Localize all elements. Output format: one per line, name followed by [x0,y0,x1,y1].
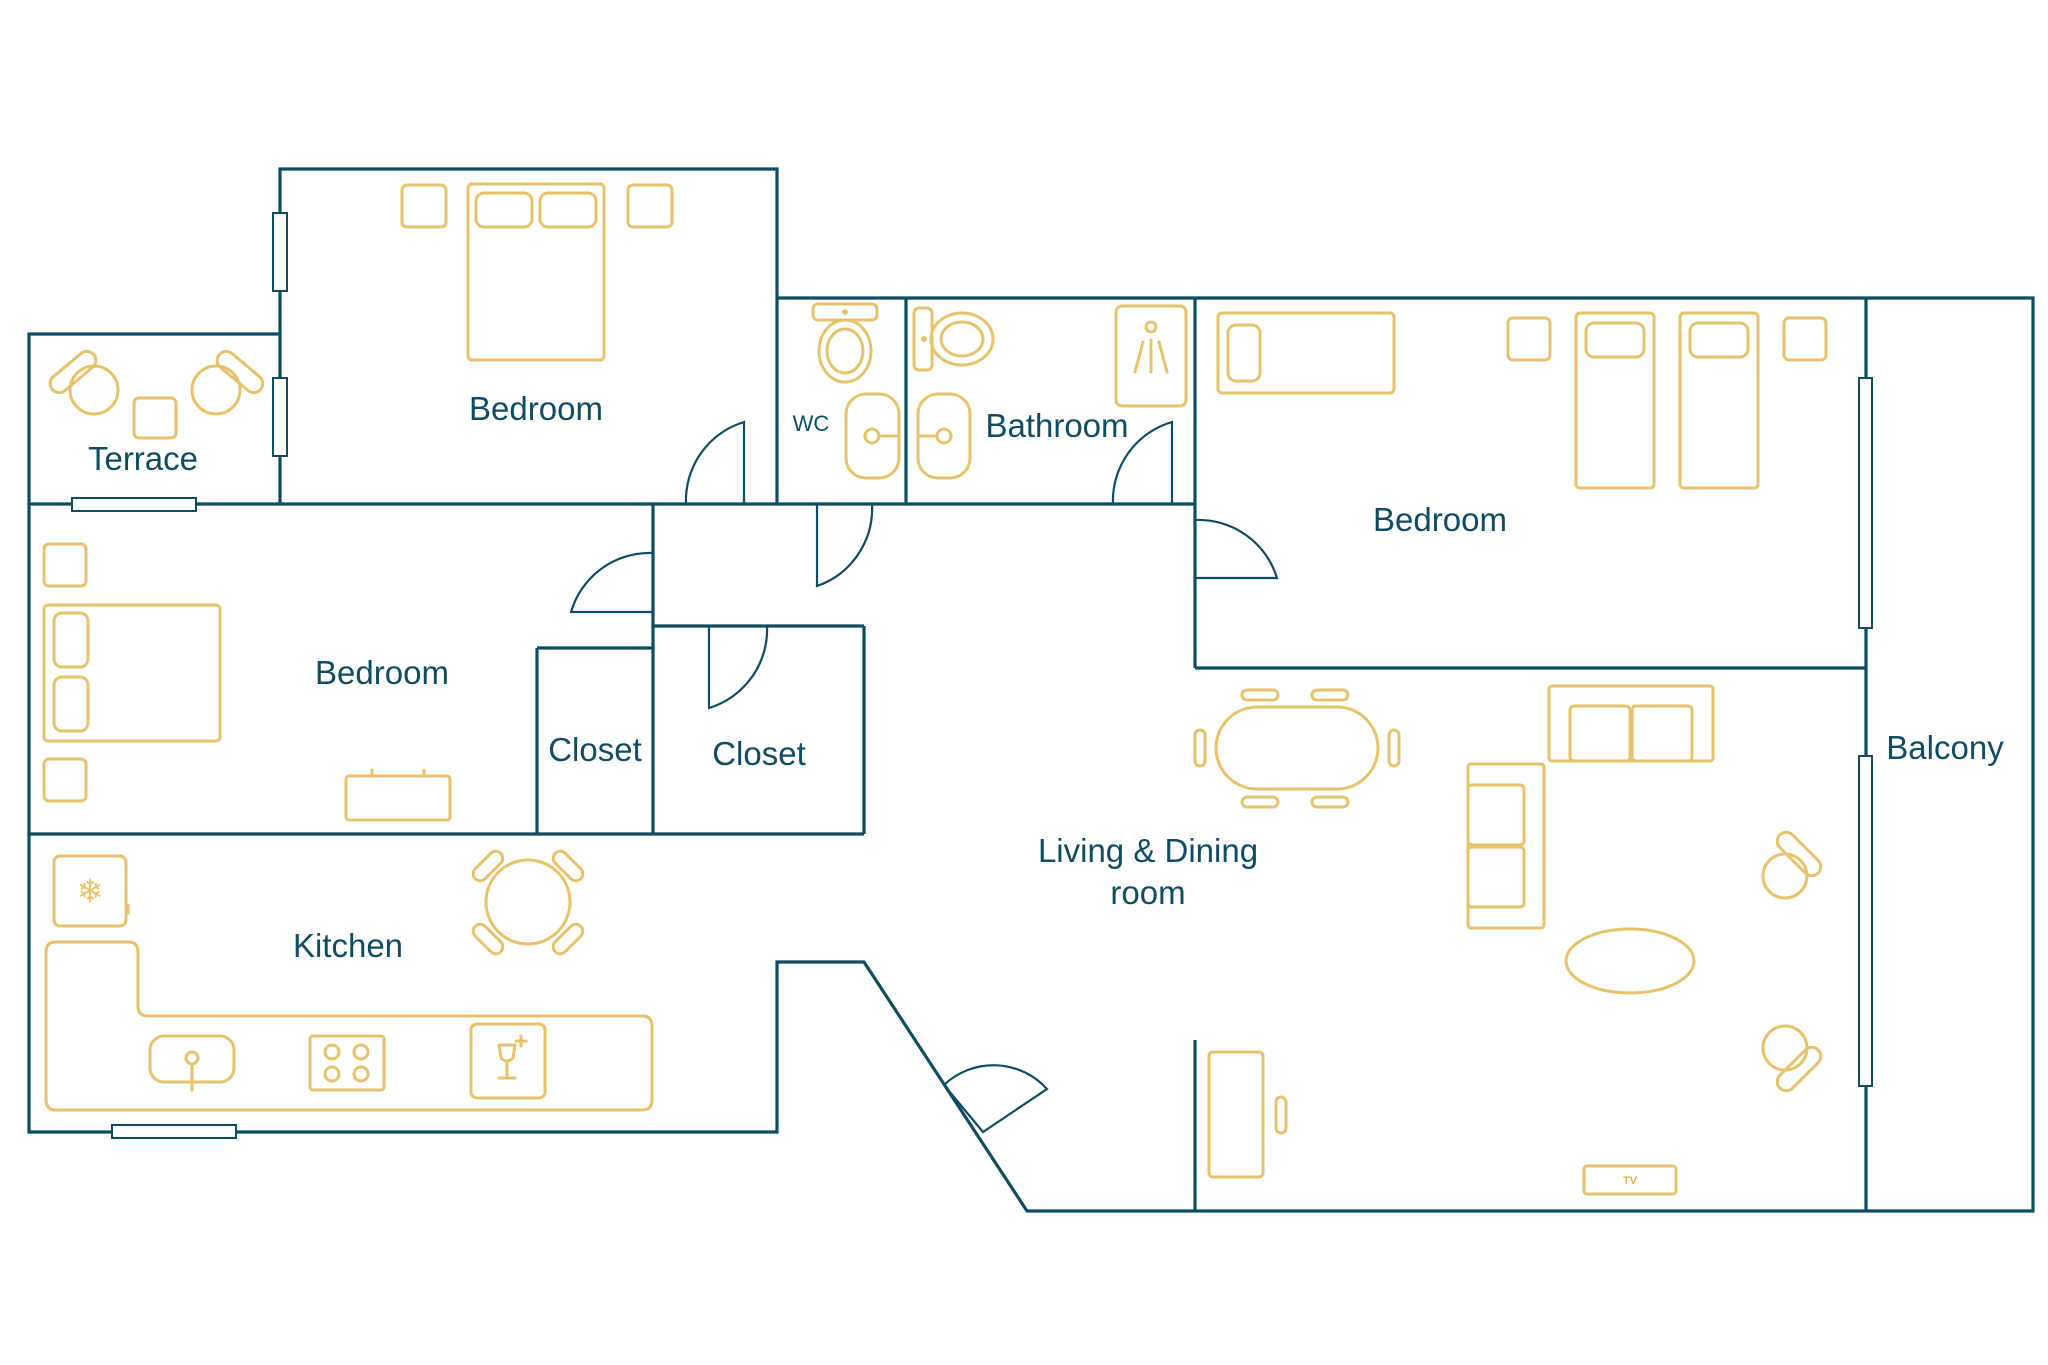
terrace-chair-right [190,349,265,416]
dresser [344,768,452,822]
nightstand [626,183,674,229]
windows [71,212,1873,1139]
door-hall [815,503,874,588]
room-label-balcony: Balcony [1886,729,2004,766]
stove-icon [308,1034,386,1092]
tv-label: TV [1623,1175,1638,1187]
toilet-icon [912,306,995,372]
room-label-living-line1: Living & Dining [1038,832,1258,869]
tv-icon: TV [1582,1164,1678,1196]
room-label-kitchen: Kitchen [293,927,403,964]
door-bathroom [1111,420,1174,505]
armchair [1761,1024,1823,1093]
wine-fridge-icon [469,1022,547,1100]
room-label-bathroom: Bathroom [985,407,1128,444]
desk [1207,1050,1288,1179]
room-label-closet-right: Closet [712,735,806,772]
round-table [471,849,585,956]
door-entrance [943,1064,1049,1134]
room-label-wc: WC [793,411,830,436]
nightstand [42,542,88,588]
walls [27,167,2035,1213]
nightstand [42,757,88,803]
coffee-table [1564,927,1696,995]
terrace-chair-left [48,349,120,416]
door-bedroom-right [1193,518,1279,580]
desk [1216,311,1396,395]
sofa-left [1466,762,1546,930]
svg-text:❄: ❄ [77,872,104,910]
dining-table [1193,688,1401,809]
door-closet [707,625,769,710]
window-bedroom-right [1858,377,1873,629]
nightstand [1506,316,1552,362]
shower-icon [1114,304,1188,408]
window-living [1858,755,1873,1087]
door-bedroom-top [684,420,746,505]
window-terrace [71,497,197,512]
window-bedroom-top-upper [272,212,288,292]
room-label-bedroom-left: Bedroom [315,654,449,691]
room-label-closet-left: Closet [548,731,642,768]
kitchen-counter [44,940,654,1112]
furniture: ❄ [42,182,1828,1196]
sink-icon [916,392,972,480]
nightstand [400,183,448,229]
door-bedroom-left [569,551,655,614]
double-bed [466,182,606,362]
nightstand [1782,316,1828,362]
single-bed [1574,311,1656,490]
toilet-icon [811,302,879,384]
room-label-living-line2: room [1110,874,1185,911]
single-bed [1678,311,1760,490]
room-label-terrace: Terrace [88,440,198,477]
sofa-top [1547,684,1715,763]
window-kitchen [111,1124,237,1139]
room-label-bedroom-right: Bedroom [1373,501,1507,538]
sink-icon [148,1034,236,1092]
room-labels: Bedroom Terrace WC Bathroom Bedroom Bedr… [88,390,2004,964]
terrace-table [132,396,178,440]
sink-icon [844,392,901,480]
window-bedroom-top-lower [272,377,288,457]
room-label-bedroom-top: Bedroom [469,390,603,427]
double-bed [42,603,222,743]
doors [569,420,1279,1134]
armchair [1761,830,1823,900]
fridge-icon: ❄ [52,854,130,928]
